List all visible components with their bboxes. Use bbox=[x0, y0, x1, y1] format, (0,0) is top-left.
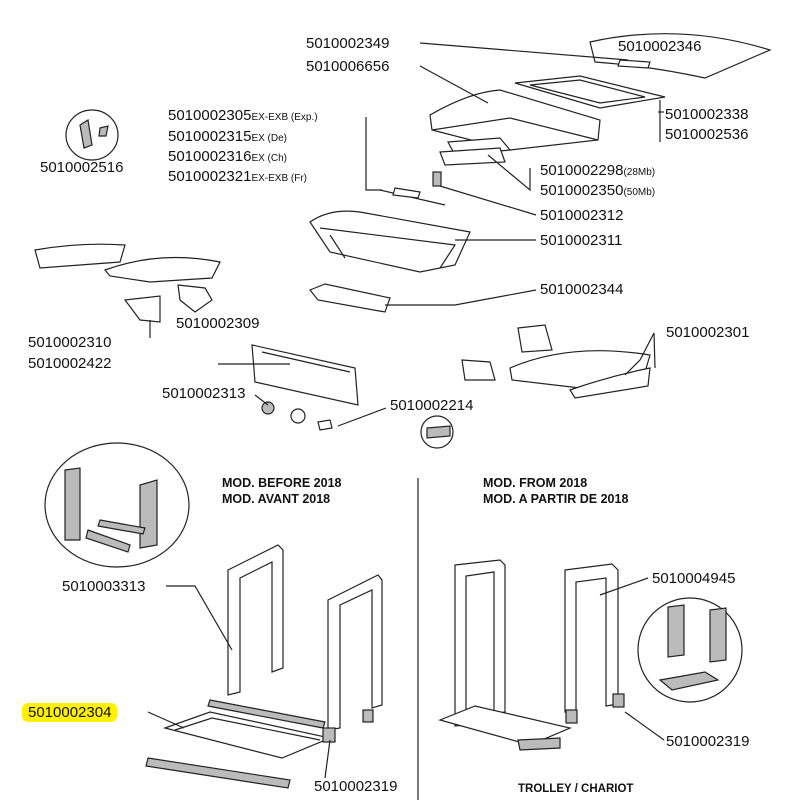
knob-part bbox=[261, 401, 275, 415]
part-label-2349: 5010002349 bbox=[306, 35, 390, 52]
part-label-6656: 5010006656 bbox=[306, 58, 390, 75]
header-before-2018: MOD. BEFORE 2018 MOD. AVANT 2018 bbox=[222, 476, 341, 507]
side-rail-right-part bbox=[569, 367, 651, 399]
header-before-line2: MOD. AVANT 2018 bbox=[222, 491, 331, 506]
part-suffix-2315: EX (De) bbox=[251, 133, 287, 144]
leader-lines bbox=[147, 42, 665, 779]
part-number-2315: 5010002315 bbox=[168, 128, 252, 145]
part-suffix-2298: (28Mb) bbox=[623, 167, 656, 178]
part-suffix-2321: EX-EXB (Fr) bbox=[251, 173, 307, 184]
part-number-2298: 5010002298 bbox=[540, 162, 624, 179]
part-label-2312: 5010002312 bbox=[540, 207, 624, 224]
inset-circle-2516 bbox=[65, 109, 119, 161]
leg-frame-right-part bbox=[327, 574, 383, 731]
foot-part-left bbox=[322, 727, 336, 743]
part-label-4945: 5010004945 bbox=[652, 570, 736, 587]
lid-handle-part bbox=[617, 59, 651, 69]
part-label-2422: 5010002422 bbox=[28, 355, 112, 372]
part-label-2338: 5010002338 bbox=[665, 106, 749, 123]
part-label-2301: 5010002301 bbox=[666, 324, 750, 341]
part-label-2315: 5010002315EX (De) bbox=[168, 129, 287, 144]
control-panel-part bbox=[251, 344, 359, 406]
header-before-line1: MOD. BEFORE 2018 bbox=[222, 476, 342, 490]
side-table-left-part bbox=[34, 243, 126, 269]
part-label-2316: 5010002316EX (Ch) bbox=[168, 149, 287, 164]
part-label-2304-highlighted: 5010002304 bbox=[22, 703, 118, 722]
part-suffix-2316: EX (Ch) bbox=[251, 153, 287, 164]
part-label-2346: 5010002346 bbox=[618, 38, 702, 55]
burner-box-part bbox=[309, 210, 471, 273]
header-from-line2: MOD. A PARTIR DE 2018 bbox=[483, 491, 629, 506]
part-label-2309: 5010002309 bbox=[176, 315, 260, 332]
bracket-left-part bbox=[123, 295, 161, 323]
header-from-line1: MOD. FROM 2018 bbox=[483, 476, 588, 490]
part-label-2305: 5010002305EX-EXB (Exp.) bbox=[168, 108, 318, 123]
part-label-2516: 5010002516 bbox=[40, 159, 124, 176]
part-label-2214: 5010002214 bbox=[390, 397, 474, 414]
part-label-2319-right: 5010002319 bbox=[666, 733, 750, 750]
part-label-2321: 5010002321EX-EXB (Fr) bbox=[168, 169, 307, 184]
part-number-2316: 5010002316 bbox=[168, 148, 252, 165]
leg-frame-new-left-part bbox=[454, 559, 506, 727]
part-label-2344: 5010002344 bbox=[540, 281, 624, 298]
bottom-shelf-new-part bbox=[438, 705, 572, 746]
heat-shield-part bbox=[309, 283, 391, 313]
part-label-3313: 5010003313 bbox=[62, 578, 146, 595]
part-suffix-2305: EX-EXB (Exp.) bbox=[251, 112, 318, 123]
part-label-2313: 5010002313 bbox=[162, 385, 246, 402]
part-label-2319-left: 5010002319 bbox=[314, 778, 398, 795]
part-number-2350: 5010002350 bbox=[540, 182, 624, 199]
grill-plate-part bbox=[429, 89, 601, 151]
part-number-2321: 5010002321 bbox=[168, 168, 252, 185]
part-number-2305: 5010002305 bbox=[168, 107, 252, 124]
part-label-2298: 5010002298(28Mb) bbox=[540, 163, 655, 178]
bracket-part-2309 bbox=[177, 284, 213, 313]
header-trolley: TROLLEY / CHARIOT bbox=[518, 783, 634, 795]
part-label-2310: 5010002310 bbox=[28, 334, 112, 351]
leg-frame-new-right-part bbox=[564, 563, 619, 713]
bottom-bar-part bbox=[145, 757, 291, 789]
foot-part-right bbox=[565, 709, 578, 724]
part-label-2350: 5010002350(50Mb) bbox=[540, 183, 655, 198]
part-label-2536: 5010002536 bbox=[665, 126, 749, 143]
part-suffix-2350: (50Mb) bbox=[623, 187, 656, 198]
leg-frame-left-part bbox=[227, 544, 284, 696]
header-from-2018: MOD. FROM 2018 MOD. A PARTIR DE 2018 bbox=[483, 476, 628, 507]
part-label-2311: 5010002311 bbox=[540, 232, 623, 249]
side-shelf-left-part bbox=[103, 256, 221, 283]
